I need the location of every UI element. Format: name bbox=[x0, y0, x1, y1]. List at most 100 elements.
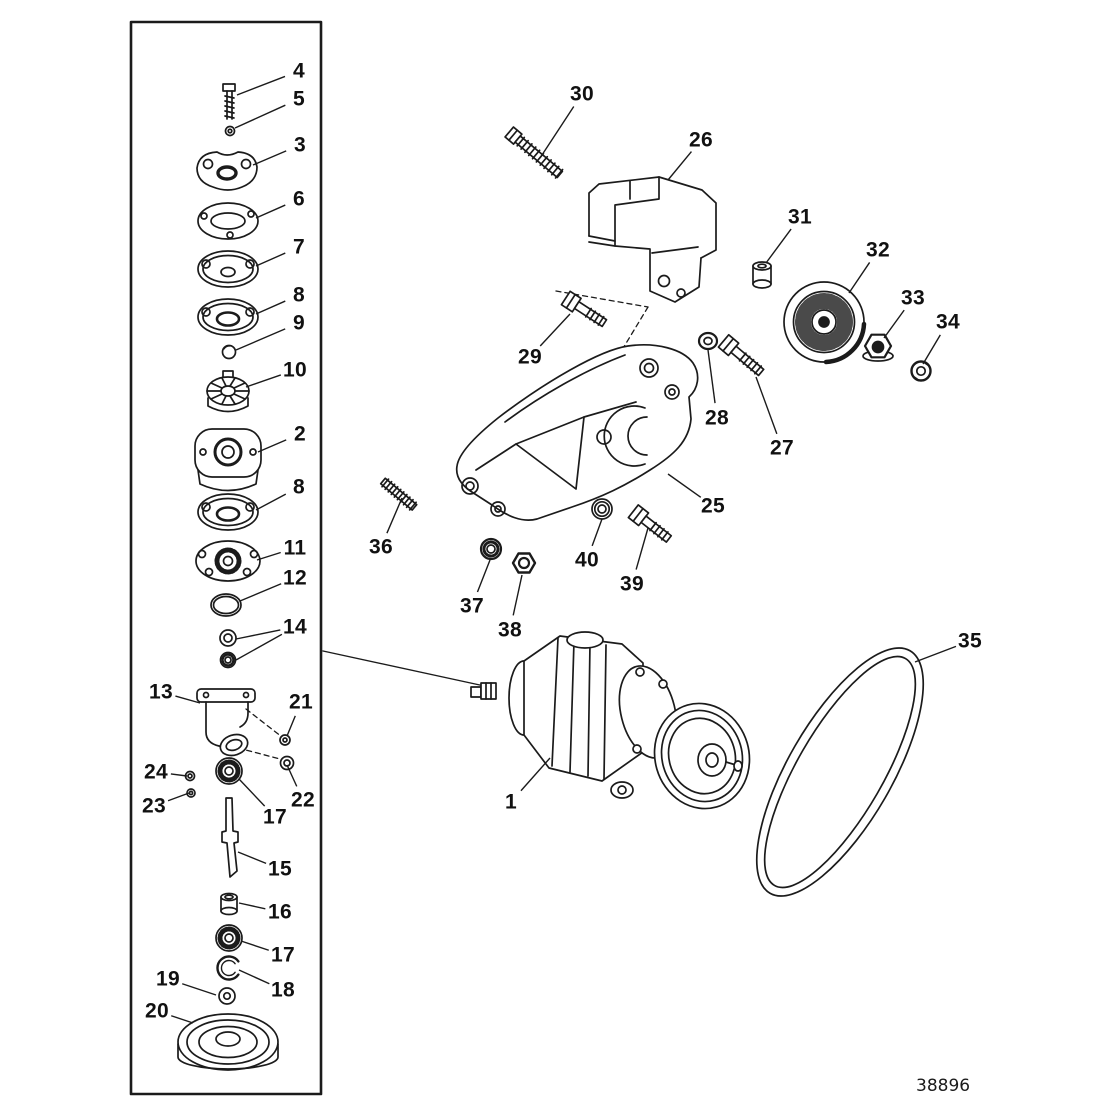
part-snap-ring-18 bbox=[216, 955, 240, 981]
part-nut-38 bbox=[511, 552, 537, 574]
part-bearing-17b bbox=[215, 924, 243, 952]
part-bolt-29 bbox=[560, 290, 608, 328]
leader-line-24 bbox=[170, 773, 188, 777]
part-bearing-17a bbox=[215, 757, 243, 785]
part-plate-7 bbox=[197, 250, 259, 288]
leader-line-36 bbox=[386, 497, 403, 534]
leader-line-31 bbox=[765, 228, 792, 264]
part-housing-2 bbox=[194, 428, 262, 492]
callout-4: 4 bbox=[293, 59, 305, 83]
leader-line-2 bbox=[257, 439, 287, 453]
leader-line-13 bbox=[175, 695, 201, 704]
part-locknut-33 bbox=[862, 333, 894, 362]
leader-line-33 bbox=[883, 309, 905, 339]
callout-8: 8 bbox=[293, 475, 305, 499]
leader-line-10 bbox=[245, 374, 282, 388]
part-washer-28 bbox=[697, 331, 719, 351]
callout-5: 5 bbox=[293, 87, 305, 111]
part-screw-4 bbox=[222, 83, 236, 120]
leader-line-35 bbox=[914, 645, 957, 663]
callout-40: 40 bbox=[575, 548, 599, 572]
callout-32: 32 bbox=[866, 238, 890, 262]
callout-36: 36 bbox=[369, 535, 393, 559]
leader-line-21 bbox=[286, 715, 296, 737]
callout-13: 13 bbox=[149, 680, 173, 704]
callout-25: 25 bbox=[701, 494, 725, 518]
callout-34: 34 bbox=[936, 310, 960, 334]
leader-line-20 bbox=[171, 1015, 194, 1024]
callout-38: 38 bbox=[498, 618, 522, 642]
part-pump-body-13 bbox=[196, 688, 256, 757]
leader-line-8 bbox=[255, 300, 286, 315]
leader-line-26 bbox=[667, 151, 692, 181]
leader-line-8 bbox=[255, 493, 287, 511]
part-impeller-10 bbox=[206, 370, 250, 413]
callout-27: 27 bbox=[770, 436, 794, 460]
leader-line-17 bbox=[240, 940, 269, 951]
callout-22: 22 bbox=[291, 788, 315, 812]
part-pulley-20 bbox=[177, 1013, 279, 1071]
figure-number: 38896 bbox=[916, 1076, 971, 1096]
leader-line-11 bbox=[256, 551, 281, 561]
part-ball-9 bbox=[221, 344, 237, 360]
callout-26: 26 bbox=[689, 128, 713, 152]
callout-3: 3 bbox=[294, 133, 306, 157]
callout-29: 29 bbox=[518, 345, 542, 369]
callout-2: 2 bbox=[294, 422, 306, 446]
callout-30: 30 bbox=[570, 82, 594, 106]
leader-line-30 bbox=[539, 106, 575, 159]
leader-line-15 bbox=[237, 851, 267, 865]
leader-line-9 bbox=[235, 328, 286, 351]
part-gasket-8a bbox=[197, 298, 259, 336]
leader-line-6 bbox=[255, 204, 286, 219]
assembly-connector-line bbox=[322, 650, 490, 688]
leader-line-3 bbox=[252, 150, 287, 166]
part-belt-35 bbox=[755, 647, 925, 897]
callout-17: 17 bbox=[271, 943, 295, 967]
leader-line-22 bbox=[286, 764, 298, 787]
part-idler-pulley-32 bbox=[783, 281, 867, 365]
callout-21: 21 bbox=[289, 690, 313, 714]
part-spacer-16 bbox=[220, 892, 238, 916]
callout-7: 7 bbox=[293, 235, 305, 259]
callout-39: 39 bbox=[620, 572, 644, 596]
callout-31: 31 bbox=[788, 205, 812, 229]
part-pump-assembly-1 bbox=[470, 631, 751, 810]
part-bolt-27 bbox=[717, 333, 765, 377]
leader-line-37 bbox=[476, 559, 491, 593]
callout-35: 35 bbox=[958, 629, 982, 653]
part-oring-12 bbox=[210, 593, 242, 617]
leader-line-17 bbox=[238, 778, 266, 807]
part-washer-34 bbox=[910, 360, 932, 382]
leader-line-34 bbox=[922, 334, 941, 365]
leader-line-25 bbox=[667, 473, 702, 498]
leader-line-39 bbox=[635, 527, 649, 570]
callout-28: 28 bbox=[705, 406, 729, 430]
callout-16: 16 bbox=[268, 900, 292, 924]
callout-6: 6 bbox=[293, 187, 305, 211]
leader-line-29 bbox=[539, 313, 571, 347]
part-washer-19 bbox=[218, 987, 236, 1005]
callout-12: 12 bbox=[283, 566, 307, 590]
part-washer-37 bbox=[479, 537, 503, 561]
callout-20: 20 bbox=[145, 999, 169, 1023]
part-seals-14 bbox=[219, 629, 237, 669]
leader-line-16 bbox=[238, 902, 266, 910]
callout-37: 37 bbox=[460, 594, 484, 618]
part-stud-36 bbox=[379, 477, 418, 511]
callout-1: 1 bbox=[505, 790, 517, 814]
part-ring-24 bbox=[184, 770, 196, 782]
leader-line-14 bbox=[235, 633, 283, 661]
part-bolt-39 bbox=[627, 504, 673, 543]
callout-33: 33 bbox=[901, 286, 925, 310]
leader-line-14 bbox=[235, 629, 281, 640]
leader-line-38 bbox=[512, 574, 523, 616]
callout-19: 19 bbox=[156, 967, 180, 991]
part-mount-bracket-25 bbox=[455, 344, 699, 521]
part-spacer-31 bbox=[752, 261, 772, 289]
callout-10: 10 bbox=[283, 358, 307, 382]
callout-15: 15 bbox=[268, 857, 292, 881]
leader-line-1 bbox=[520, 757, 551, 792]
